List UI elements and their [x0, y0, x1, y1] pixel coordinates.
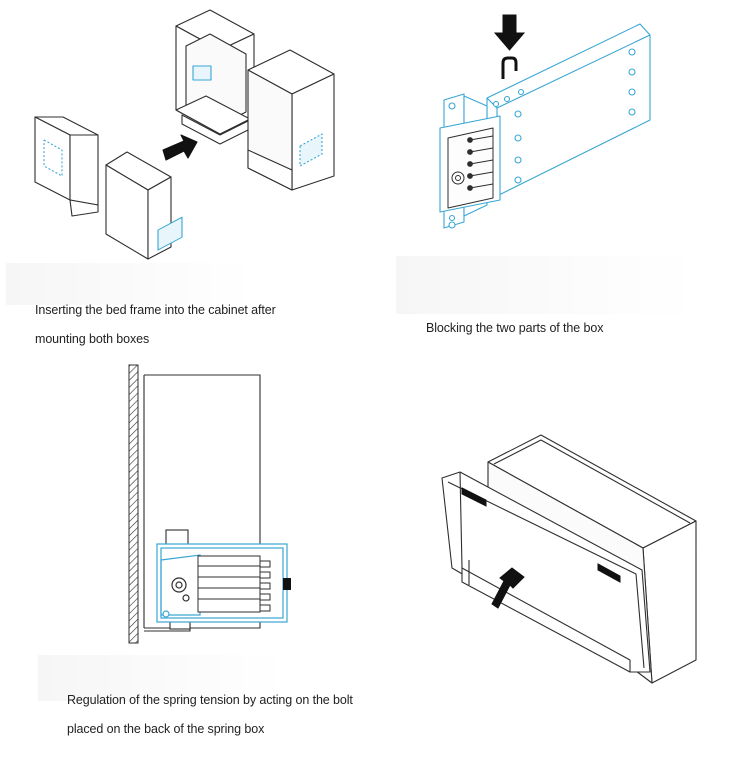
- insert-arrow: [162, 134, 198, 161]
- pull-out-arrow: [491, 567, 525, 609]
- caption-regulation-line-1: Regulation of the spring tension by acti…: [67, 693, 353, 707]
- caption-fade-1: [6, 263, 256, 305]
- spring-mechanism: [447, 127, 494, 209]
- down-arrow: [493, 14, 526, 51]
- caption-regulation-line-2: placed on the back of the spring box: [67, 722, 265, 736]
- bolt: [283, 578, 291, 590]
- handle-right: [597, 563, 621, 583]
- handle-left: [461, 487, 487, 507]
- caption-insert-line-1: Inserting the bed frame into the cabinet…: [35, 303, 276, 317]
- left-side-panel: [34, 116, 99, 217]
- right-cabinet: [247, 49, 335, 191]
- caption-fade-3: [38, 655, 288, 701]
- open-cabinet: [175, 9, 255, 145]
- hook-clip: [501, 56, 518, 79]
- inserted-box: [105, 151, 183, 260]
- caption-fade-2: [396, 256, 696, 314]
- rail-holes: [492, 48, 636, 184]
- wall-hatched: [128, 364, 139, 644]
- springs: [197, 555, 271, 613]
- caption-blocking: Blocking the two parts of the box: [426, 321, 604, 335]
- caption-insert-line-2: mounting both boxes: [35, 332, 150, 346]
